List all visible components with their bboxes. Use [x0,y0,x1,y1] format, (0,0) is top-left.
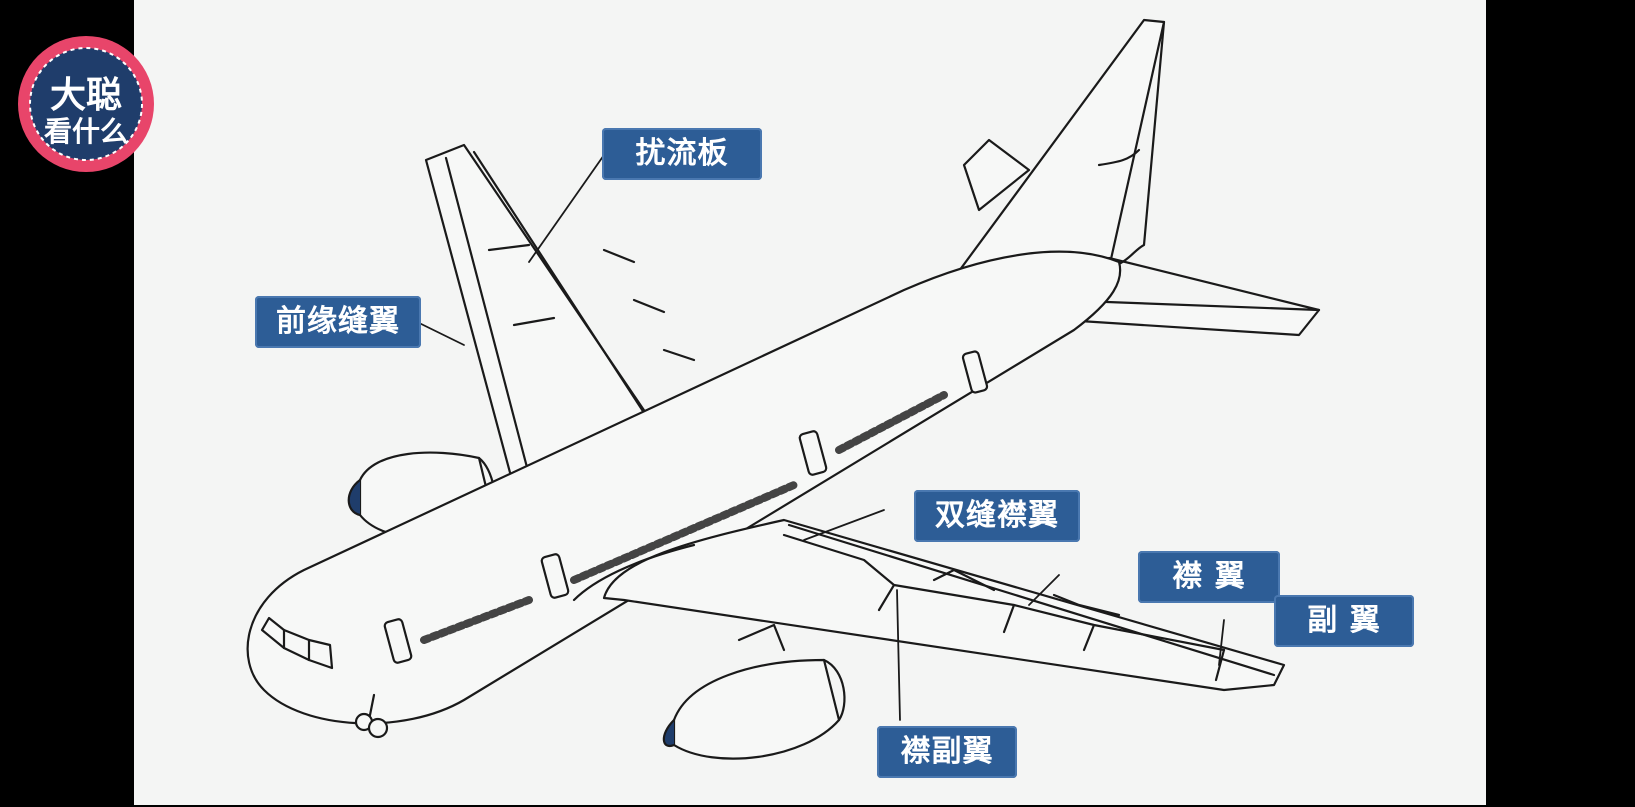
door-4 [961,350,989,394]
near-wing-flap-segments [782,533,1226,652]
near-engine [672,658,841,760]
door-1 [383,618,413,664]
label-aileron: 副 翼 [1274,595,1414,647]
nose-gear [354,693,389,739]
leader-flaperon [896,589,901,721]
leader-double-slotted-flap [803,509,885,541]
airplane-drawing [246,18,1321,760]
leader-spoiler [528,154,605,263]
logo-line2: 看什么 [43,115,128,148]
label-flap: 襟 翼 [1138,551,1280,603]
label-double-slotted-flap: 双缝襟翼 [914,490,1080,542]
leader-flap [1028,574,1060,606]
logo-badge-icon [18,36,154,172]
label-flaperon: 襟副翼 [877,726,1017,778]
far-stabilizer [962,138,1031,212]
cockpit-windows [260,616,334,670]
far-wing-slat-line [444,156,531,477]
leader-aileron [1218,619,1225,666]
near-wing [602,518,1286,692]
door-2 [540,553,570,599]
logo-line1: 大聪 [49,75,122,116]
door-3 [798,430,828,476]
cabin-windows [420,391,948,644]
leader-lines [408,154,1225,721]
diagram-canvas: 扰流板 前缘缝翼 双缝襟翼 襟 翼 副 翼 襟副翼 [134,0,1486,805]
far-wing-trailing-segments [487,243,696,362]
label-slat: 前缘缝翼 [255,296,421,348]
channel-logo: 大聪 看什么 [16,34,156,174]
label-spoiler: 扰流板 [602,128,762,180]
